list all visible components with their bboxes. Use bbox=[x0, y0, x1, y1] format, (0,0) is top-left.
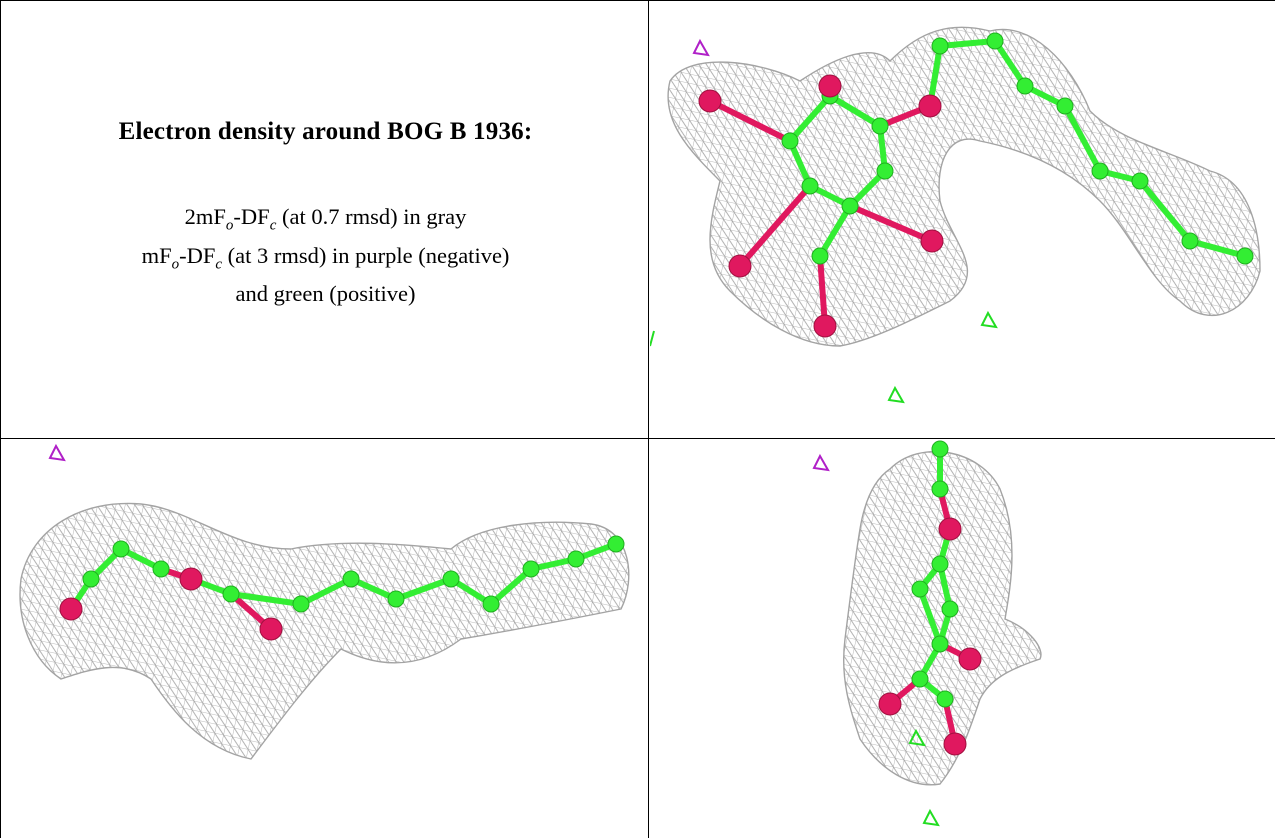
bond bbox=[992, 38, 1028, 89]
bond bbox=[937, 38, 998, 49]
carbon-atom bbox=[931, 635, 949, 653]
carbon-atom bbox=[1181, 232, 1199, 250]
density-view-top-image bbox=[650, 26, 1261, 404]
carbon-atom bbox=[1056, 97, 1074, 115]
carbon-atom bbox=[911, 670, 929, 688]
bond bbox=[737, 183, 813, 269]
oxygen-atom bbox=[818, 74, 842, 98]
oxygen-atom bbox=[878, 692, 902, 716]
carbon-atom bbox=[931, 37, 949, 55]
oxygen-atom bbox=[918, 94, 942, 118]
negative-density-marker bbox=[692, 38, 710, 57]
oxygen-atom bbox=[920, 229, 944, 253]
bond bbox=[817, 203, 853, 259]
bond bbox=[1137, 178, 1193, 244]
carbon-atom bbox=[152, 560, 170, 578]
density-view-side-image bbox=[19, 443, 630, 760]
carbon-atom bbox=[841, 197, 859, 215]
negative-density-marker bbox=[48, 443, 66, 462]
bond bbox=[917, 586, 943, 647]
oxygen-atom bbox=[813, 314, 837, 338]
legend-line-2mfo-dfc: 2mFo-DFc (at 0.7 rmsd) in gray bbox=[184, 204, 467, 234]
carbon-atom bbox=[82, 570, 100, 588]
bond bbox=[847, 203, 935, 244]
positive-density-marker bbox=[908, 728, 926, 747]
carbon-atom bbox=[871, 117, 889, 135]
carbon-atom bbox=[876, 162, 894, 180]
caption-cell: Electron density around BOG B 1936: 2mFo… bbox=[18, 0, 633, 438]
table-column-divider bbox=[648, 0, 649, 838]
bond bbox=[827, 93, 883, 129]
carbon-atom bbox=[931, 480, 949, 498]
carbon-atom bbox=[931, 555, 949, 573]
carbon-atom bbox=[482, 595, 500, 613]
legend-line-mfo-dfc: mFo-DFc (at 3 rmsd) in purple (negative) bbox=[141, 242, 510, 273]
positive-density-marker bbox=[650, 330, 655, 347]
carbon-atom bbox=[292, 595, 310, 613]
bond bbox=[787, 93, 833, 144]
oxygen-atom bbox=[179, 567, 203, 591]
oxygen-atom bbox=[698, 89, 722, 113]
oxygen-atom bbox=[938, 517, 962, 541]
oxygen-atom bbox=[728, 254, 752, 278]
carbon-atom bbox=[387, 590, 405, 608]
negative-density-marker bbox=[812, 453, 830, 472]
legend-line-positive: and green (positive) bbox=[235, 281, 416, 306]
table-row-divider bbox=[0, 438, 1275, 439]
carbon-atom bbox=[112, 540, 130, 558]
oxygen-atom bbox=[943, 732, 967, 756]
density-view-end bbox=[650, 439, 1274, 838]
carbon-atom bbox=[801, 177, 819, 195]
density-view-top bbox=[650, 1, 1274, 437]
carbon-atom bbox=[567, 550, 585, 568]
carbon-atom bbox=[811, 247, 829, 265]
carbon-atom bbox=[522, 560, 540, 578]
carbon-atom bbox=[1236, 247, 1254, 265]
carbon-atom bbox=[1091, 162, 1109, 180]
oxygen-atom bbox=[259, 617, 283, 641]
carbon-atom bbox=[1131, 172, 1149, 190]
bond bbox=[228, 591, 304, 607]
carbon-atom bbox=[442, 570, 460, 588]
carbon-atom bbox=[342, 570, 360, 588]
density-view-end-image bbox=[812, 440, 1042, 827]
bond bbox=[817, 253, 828, 329]
bond bbox=[393, 576, 454, 602]
carbon-atom bbox=[986, 32, 1004, 50]
table-border-top bbox=[0, 0, 1275, 1]
bond bbox=[298, 576, 354, 607]
bond bbox=[707, 98, 793, 144]
bond bbox=[1062, 103, 1103, 174]
carbon-atom bbox=[222, 585, 240, 603]
bond bbox=[1187, 238, 1248, 259]
oxygen-atom bbox=[958, 647, 982, 671]
carbon-atom bbox=[1016, 77, 1034, 95]
carbon-atom bbox=[936, 690, 954, 708]
carbon-atom bbox=[941, 600, 959, 618]
carbon-atom bbox=[911, 580, 929, 598]
positive-density-marker bbox=[887, 385, 905, 404]
bond bbox=[488, 566, 534, 607]
carbon-atom bbox=[607, 535, 625, 553]
positive-density-marker bbox=[922, 808, 940, 827]
caption-description: 2mFo-DFc (at 0.7 rmsd) in gray mFo-DFc (… bbox=[18, 202, 633, 309]
oxygen-atom bbox=[59, 597, 83, 621]
table-border-left bbox=[0, 0, 1, 838]
caption-title: Electron density around BOG B 1936: bbox=[118, 118, 533, 145]
carbon-atom bbox=[931, 440, 949, 458]
positive-density-marker bbox=[980, 310, 998, 329]
carbon-atom bbox=[781, 132, 799, 150]
density-mesh bbox=[19, 502, 630, 760]
density-mesh bbox=[667, 26, 1261, 347]
density-view-side bbox=[1, 439, 647, 838]
